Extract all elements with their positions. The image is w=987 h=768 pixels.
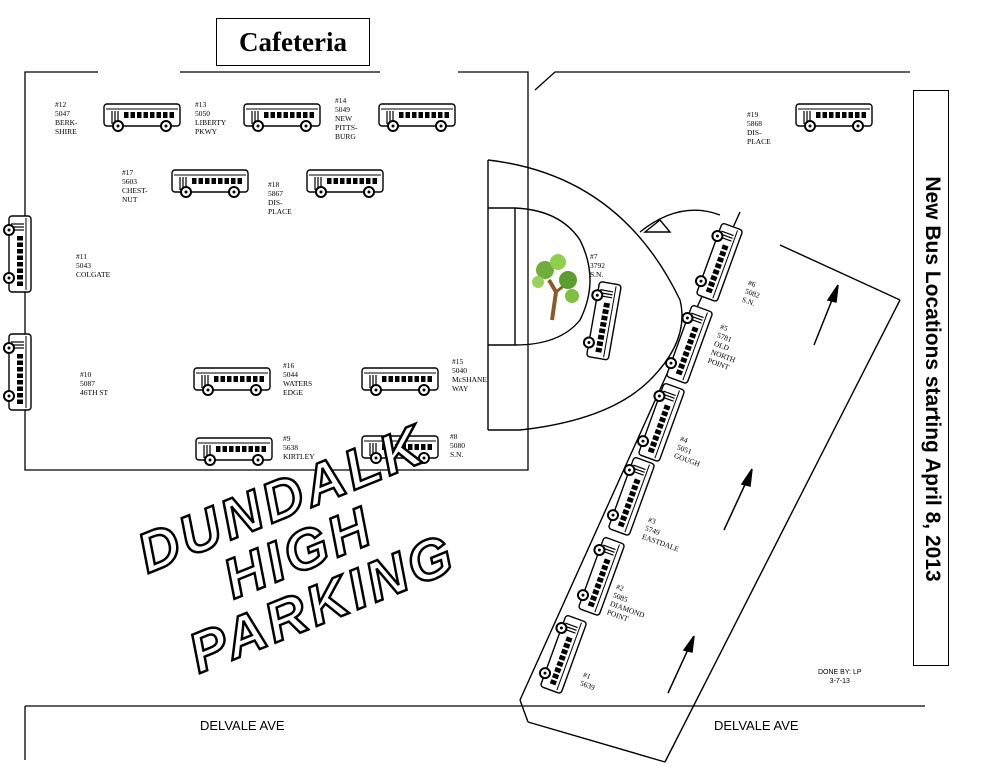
- bus-id: 5638: [283, 443, 298, 452]
- bus-id: 5043: [76, 261, 91, 270]
- bus-route: BURG: [335, 132, 356, 141]
- bus-route: S.N.: [450, 450, 464, 459]
- bus-number: #19: [747, 110, 759, 119]
- school-bus-icon: [195, 437, 273, 466]
- bus-id: 5087: [80, 379, 95, 388]
- bus-route: S.N.: [590, 270, 604, 279]
- school-bus-icon: [795, 103, 873, 132]
- school-bus-icon: [538, 615, 587, 694]
- bus-route: PKWY: [195, 127, 218, 136]
- done-by-author: DONE BY: LP: [818, 669, 862, 676]
- street-label: DELVALE AVE: [714, 718, 799, 733]
- bus-id: 5049: [335, 105, 350, 114]
- school-bus-icon: [243, 103, 321, 132]
- school-bus-icon: [361, 435, 439, 464]
- school-bus-icon: [361, 367, 439, 396]
- bus-id: 5040: [452, 366, 467, 375]
- cafeteria-label: Cafeteria: [216, 18, 370, 66]
- bus-number: #14: [335, 96, 347, 105]
- bus-route: DIS-: [268, 198, 283, 207]
- bus-number: #13: [195, 100, 207, 109]
- school-bus-icon: [3, 333, 32, 411]
- bus-route: WAY: [452, 384, 469, 393]
- bus-id: 5868: [747, 119, 762, 128]
- bus-route: NUT: [122, 195, 138, 204]
- school-bus-icon: [103, 103, 181, 132]
- bus-id: 5050: [195, 109, 210, 118]
- bus-id: 5080: [450, 441, 465, 450]
- bus-route: PLACE: [268, 207, 292, 216]
- school-bus-icon: [171, 169, 249, 198]
- building-outline: [24, 71, 925, 760]
- bus-route: EDGE: [283, 388, 303, 397]
- done-by: DONE BY: LP 3-7-13: [818, 668, 862, 686]
- bus-layer: [3, 103, 873, 694]
- title-box: New Bus Locations starting April 8, 2013: [913, 90, 949, 666]
- bus-route: NEW: [335, 114, 353, 123]
- bus-number: #10: [80, 370, 92, 379]
- school-bus-icon: [694, 223, 743, 302]
- bus-route: McSHANE: [452, 375, 487, 384]
- bus-route: KIRTLEY: [283, 452, 315, 461]
- school-bus-icon: [193, 367, 271, 396]
- bus-route: CHEST-: [122, 186, 148, 195]
- direction-arrows: [667, 284, 839, 694]
- bus-route: SHIRE: [55, 127, 77, 136]
- tree-icon: [532, 254, 579, 321]
- bus-number: #11: [76, 252, 87, 261]
- bus-number: #8: [450, 432, 458, 441]
- bus-route: WATERS: [283, 379, 313, 388]
- bus-route: PITTS-: [335, 123, 358, 132]
- bus-route: LIBERTY: [195, 118, 227, 127]
- bus-id: 5867: [268, 189, 283, 198]
- bus-route: BERK-: [55, 118, 78, 127]
- street-label: DELVALE AVE: [200, 718, 285, 733]
- bus-number: #15: [452, 357, 464, 366]
- bus-id: 3792: [590, 261, 605, 270]
- bus-route: 46TH ST: [80, 388, 109, 397]
- school-bus-icon: [606, 457, 655, 536]
- school-bus-icon: [306, 169, 384, 198]
- school-bus-icon: [378, 103, 456, 132]
- bus-route: DIS-: [747, 128, 762, 137]
- map-title: New Bus Locations starting April 8, 2013: [921, 176, 944, 582]
- bus-number: #17: [122, 168, 134, 177]
- bus-id: 5044: [283, 370, 298, 379]
- bus-number: #7: [590, 252, 598, 261]
- bus-number: #9: [283, 434, 291, 443]
- school-bus-icon: [582, 281, 622, 361]
- circle-drive: [487, 159, 721, 431]
- done-by-date: 3-7-13: [829, 678, 850, 685]
- bus-number: #16: [283, 361, 295, 370]
- bus-id: 5603: [122, 177, 137, 186]
- bus-id: 5047: [55, 109, 70, 118]
- bus-number: #18: [268, 180, 280, 189]
- bus-route: PLACE: [747, 137, 771, 146]
- bus-route: COLGATE: [76, 270, 111, 279]
- school-bus-icon: [3, 215, 32, 293]
- school-bus-icon: [576, 537, 625, 616]
- school-bus-icon: [636, 383, 685, 462]
- bus-number: #12: [55, 100, 67, 109]
- school-bus-icon: [664, 305, 713, 384]
